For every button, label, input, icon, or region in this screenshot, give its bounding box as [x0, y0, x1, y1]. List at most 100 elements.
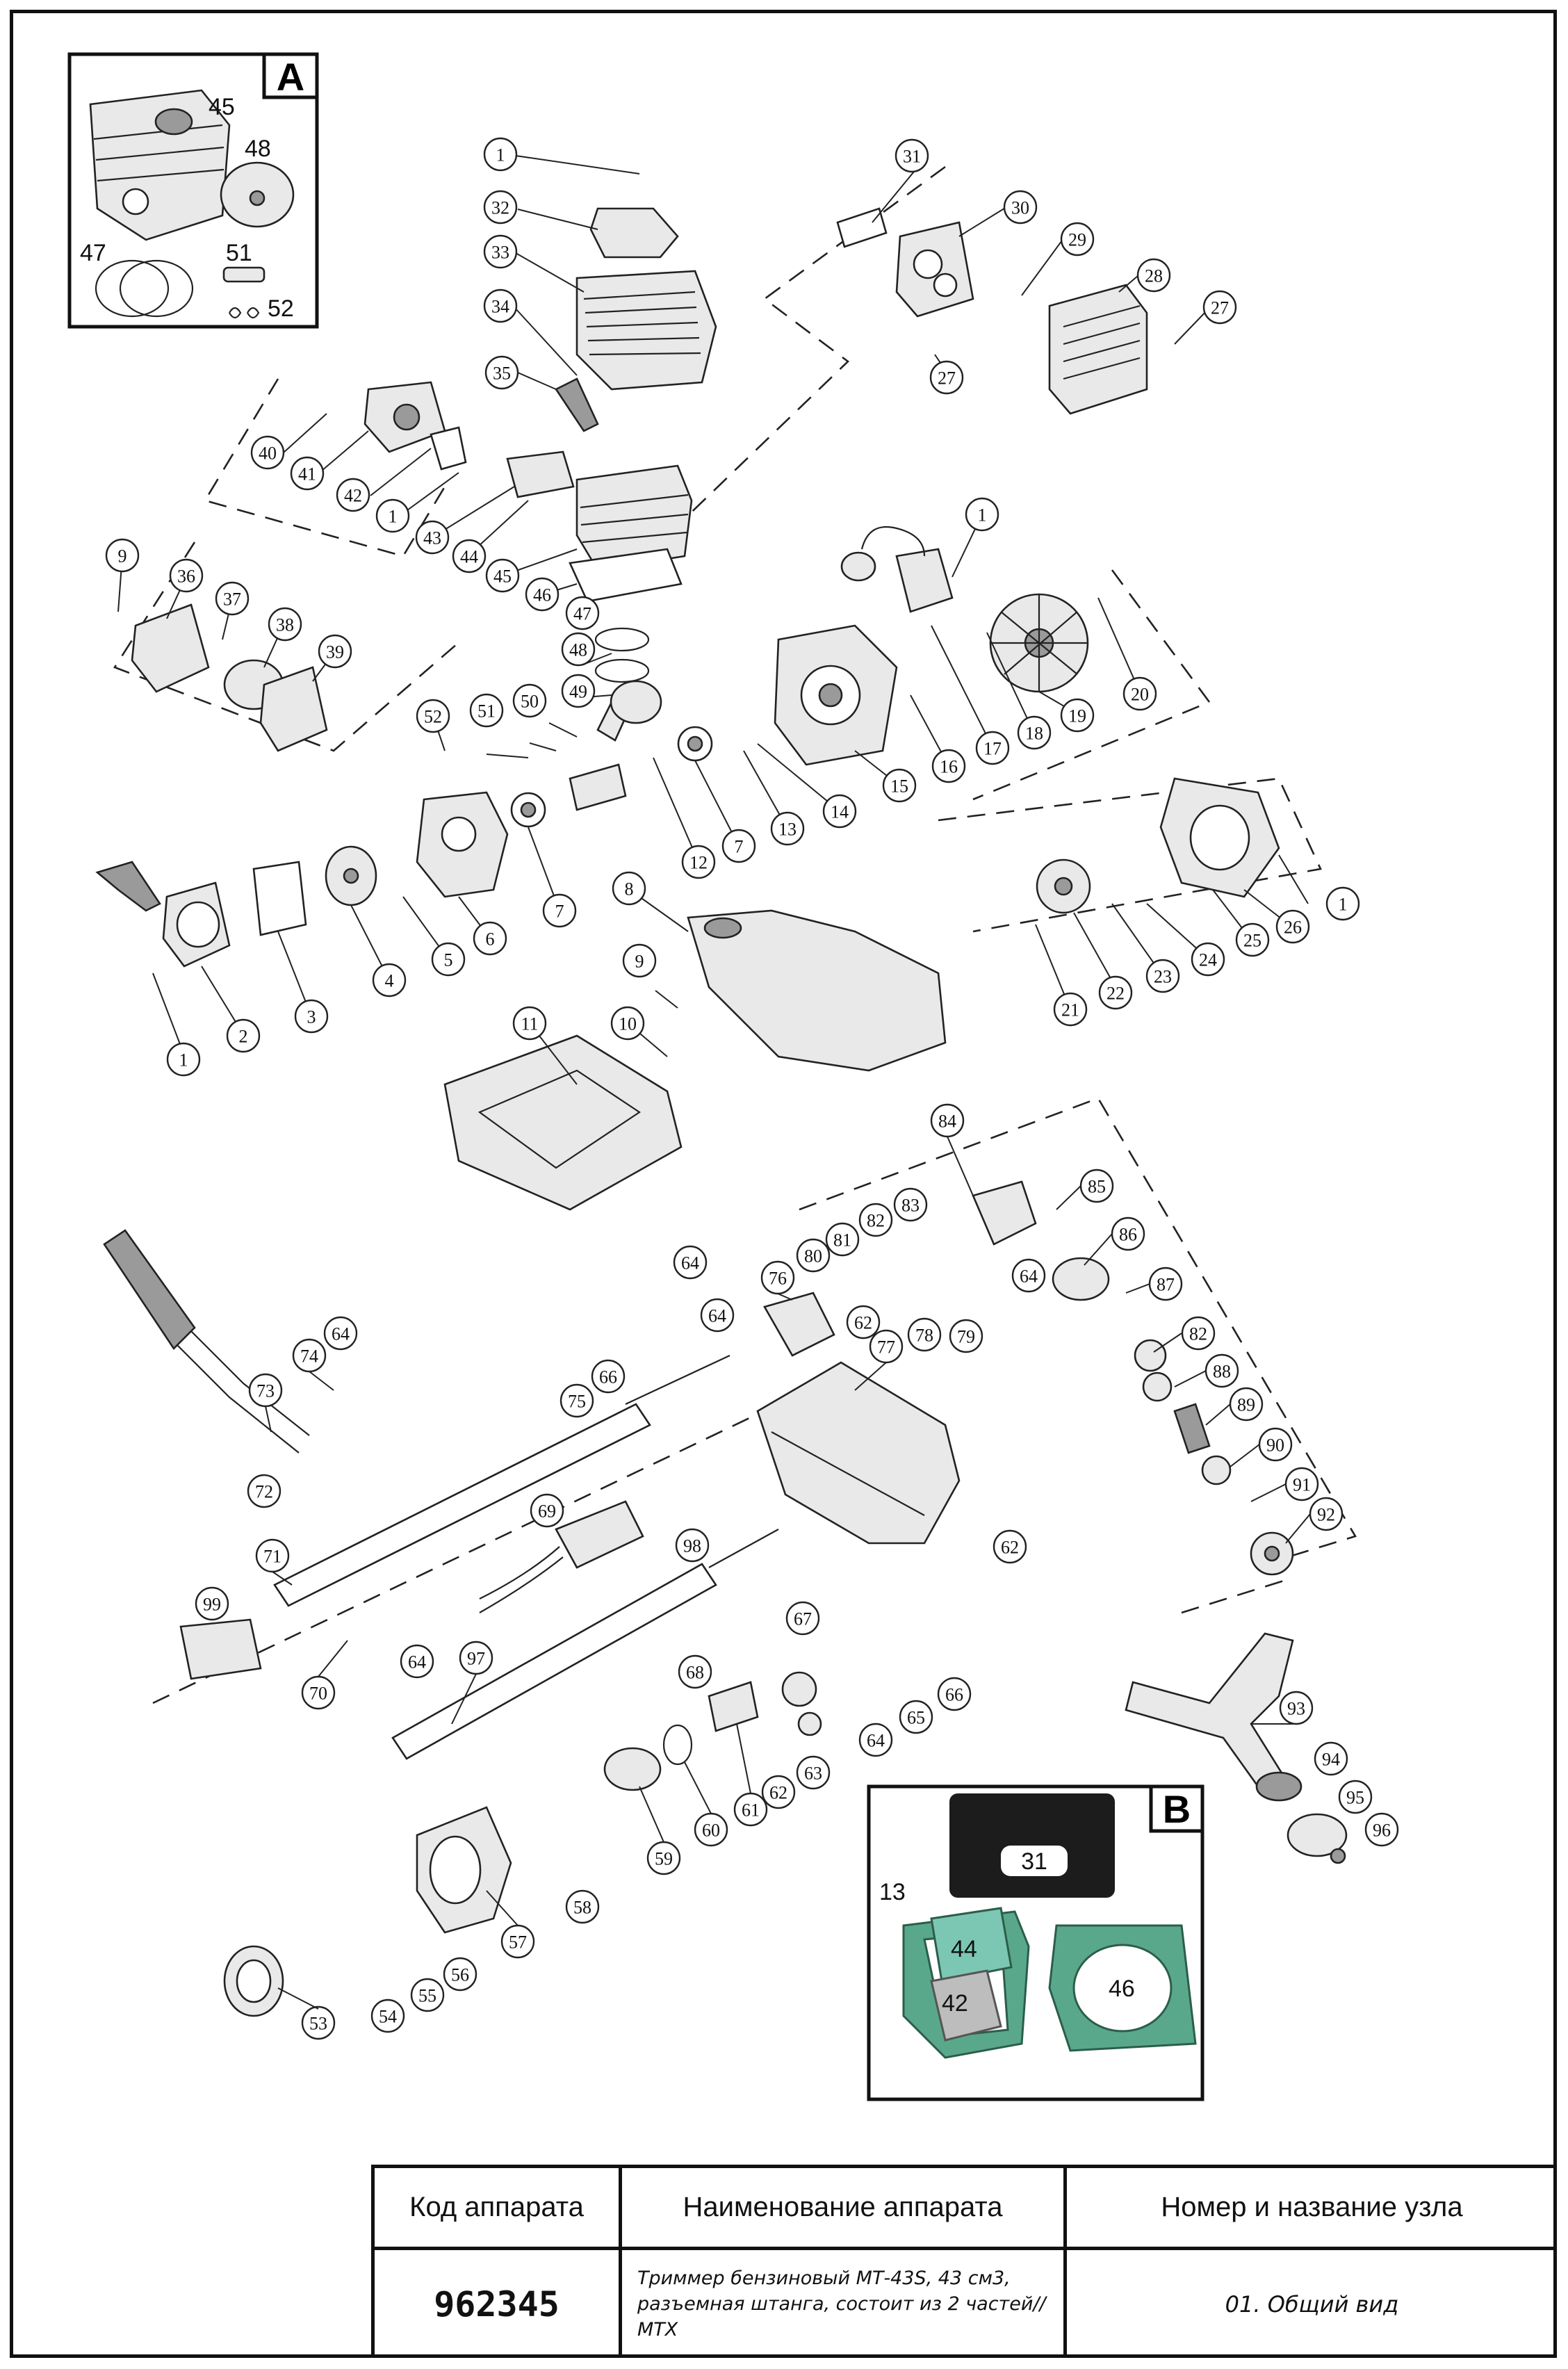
callout-87: 87 — [1148, 1267, 1183, 1301]
callout-66a: 66 — [591, 1359, 626, 1394]
svg-text:63: 63 — [804, 1764, 822, 1784]
leader-lines-lower — [265, 1136, 1311, 2010]
callout-63: 63 — [796, 1755, 831, 1790]
callout-1d: 1 — [166, 1042, 201, 1077]
callout-71: 71 — [255, 1538, 290, 1573]
svg-text:93: 93 — [1287, 1699, 1305, 1719]
callout-77: 77 — [869, 1329, 904, 1364]
svg-text:68: 68 — [686, 1663, 704, 1683]
callout-51: 51 — [469, 693, 504, 728]
svg-text:41: 41 — [298, 464, 316, 485]
callout-7b: 7 — [542, 893, 577, 928]
svg-text:66: 66 — [945, 1685, 963, 1705]
callout-64d: 64 — [323, 1316, 358, 1351]
svg-text:12: 12 — [689, 853, 708, 873]
svg-text:30: 30 — [1011, 198, 1029, 218]
svg-text:60: 60 — [702, 1821, 720, 1841]
callout-27b: 27 — [929, 360, 964, 395]
callout-48: 48 — [561, 632, 596, 667]
callout-14: 14 — [822, 794, 857, 829]
part-intake — [506, 450, 575, 498]
callout-72: 72 — [247, 1474, 281, 1508]
callout-58: 58 — [565, 1889, 600, 1924]
part-engine-cover — [575, 270, 717, 391]
svg-text:9: 9 — [635, 952, 644, 972]
svg-text:18: 18 — [1025, 724, 1043, 744]
svg-text:9: 9 — [118, 546, 127, 567]
callout-33: 33 — [483, 234, 518, 269]
svg-text:2: 2 — [239, 1027, 248, 1047]
svg-text:97: 97 — [467, 1649, 485, 1669]
part-lower-shaft — [391, 1563, 717, 1760]
callout-44: 44 — [452, 539, 487, 573]
svg-text:46: 46 — [533, 585, 551, 605]
svg-text:58: 58 — [573, 1898, 591, 1918]
callout-27a: 27 — [1202, 290, 1237, 325]
svg-text:64: 64 — [408, 1652, 426, 1672]
col-name-header: Наименование аппарата — [622, 2168, 1067, 2250]
svg-text:21: 21 — [1061, 1000, 1079, 1020]
svg-text:51: 51 — [477, 701, 496, 722]
callout-19: 19 — [1060, 698, 1095, 733]
svg-text:53: 53 — [309, 2014, 327, 2034]
svg-text:19: 19 — [1068, 706, 1086, 726]
callout-99: 99 — [195, 1586, 229, 1621]
callout-42: 42 — [336, 478, 370, 512]
part-crankshaft — [569, 763, 627, 811]
svg-text:82: 82 — [867, 1211, 885, 1231]
callout-80: 80 — [796, 1238, 831, 1273]
svg-text:20: 20 — [1131, 685, 1149, 705]
col-code-header: Код аппарата — [375, 2168, 622, 2250]
svg-text:75: 75 — [568, 1392, 586, 1412]
callout-94: 94 — [1314, 1741, 1348, 1776]
svg-text:1: 1 — [978, 505, 987, 526]
carb-group-outline — [204, 378, 446, 557]
svg-text:74: 74 — [300, 1346, 318, 1367]
callout-45: 45 — [485, 558, 520, 593]
svg-text:54: 54 — [379, 2007, 397, 2027]
callout-61: 61 — [733, 1792, 768, 1827]
callout-43: 43 — [415, 520, 450, 555]
callout-18: 18 — [1017, 715, 1052, 750]
callout-46: 46 — [525, 577, 560, 612]
svg-text:88: 88 — [1213, 1362, 1231, 1382]
svg-text:7: 7 — [735, 837, 744, 857]
callout-10: 10 — [610, 1006, 645, 1041]
svg-text:85: 85 — [1088, 1177, 1106, 1197]
callout-50: 50 — [512, 683, 547, 718]
svg-text:44: 44 — [460, 547, 478, 567]
svg-text:6: 6 — [486, 929, 495, 950]
part-filter-base — [259, 666, 328, 752]
svg-text:26: 26 — [1284, 918, 1302, 938]
callout-79: 79 — [949, 1319, 983, 1353]
part-handle-grip — [103, 1229, 196, 1351]
svg-text:65: 65 — [907, 1708, 925, 1728]
svg-text:71: 71 — [263, 1547, 281, 1567]
part-cylinder-gasket — [569, 548, 683, 603]
svg-text:95: 95 — [1346, 1788, 1364, 1808]
callout-17: 17 — [975, 731, 1010, 765]
svg-text:15: 15 — [890, 776, 908, 797]
svg-text:66: 66 — [599, 1367, 617, 1387]
callout-86: 86 — [1111, 1216, 1145, 1251]
svg-text:73: 73 — [256, 1381, 275, 1401]
svg-text:80: 80 — [804, 1246, 822, 1267]
part-ignition-coil — [895, 548, 954, 613]
callout-21: 21 — [1053, 992, 1088, 1027]
part-top-cover — [589, 207, 679, 259]
callout-2: 2 — [226, 1018, 261, 1053]
callouts: 1 32 33 34 35 31 30 29 28 27 27 40 41 42… — [105, 137, 1399, 2040]
svg-text:59: 59 — [655, 1849, 673, 1869]
inset-a: A 45 48 47 51 52 — [67, 52, 319, 329]
callout-62b: 62 — [993, 1529, 1027, 1564]
callout-57: 57 — [500, 1924, 535, 1959]
part-spark-plug — [555, 377, 599, 432]
starter-group-outline — [113, 542, 463, 752]
svg-text:91: 91 — [1293, 1475, 1311, 1495]
inset-a-label-52: 52 — [268, 295, 294, 322]
svg-text:62: 62 — [1001, 1538, 1019, 1558]
svg-text:62: 62 — [769, 1783, 787, 1803]
svg-text:77: 77 — [877, 1337, 895, 1358]
callout-30: 30 — [1003, 190, 1038, 225]
svg-text:55: 55 — [418, 1986, 436, 2006]
